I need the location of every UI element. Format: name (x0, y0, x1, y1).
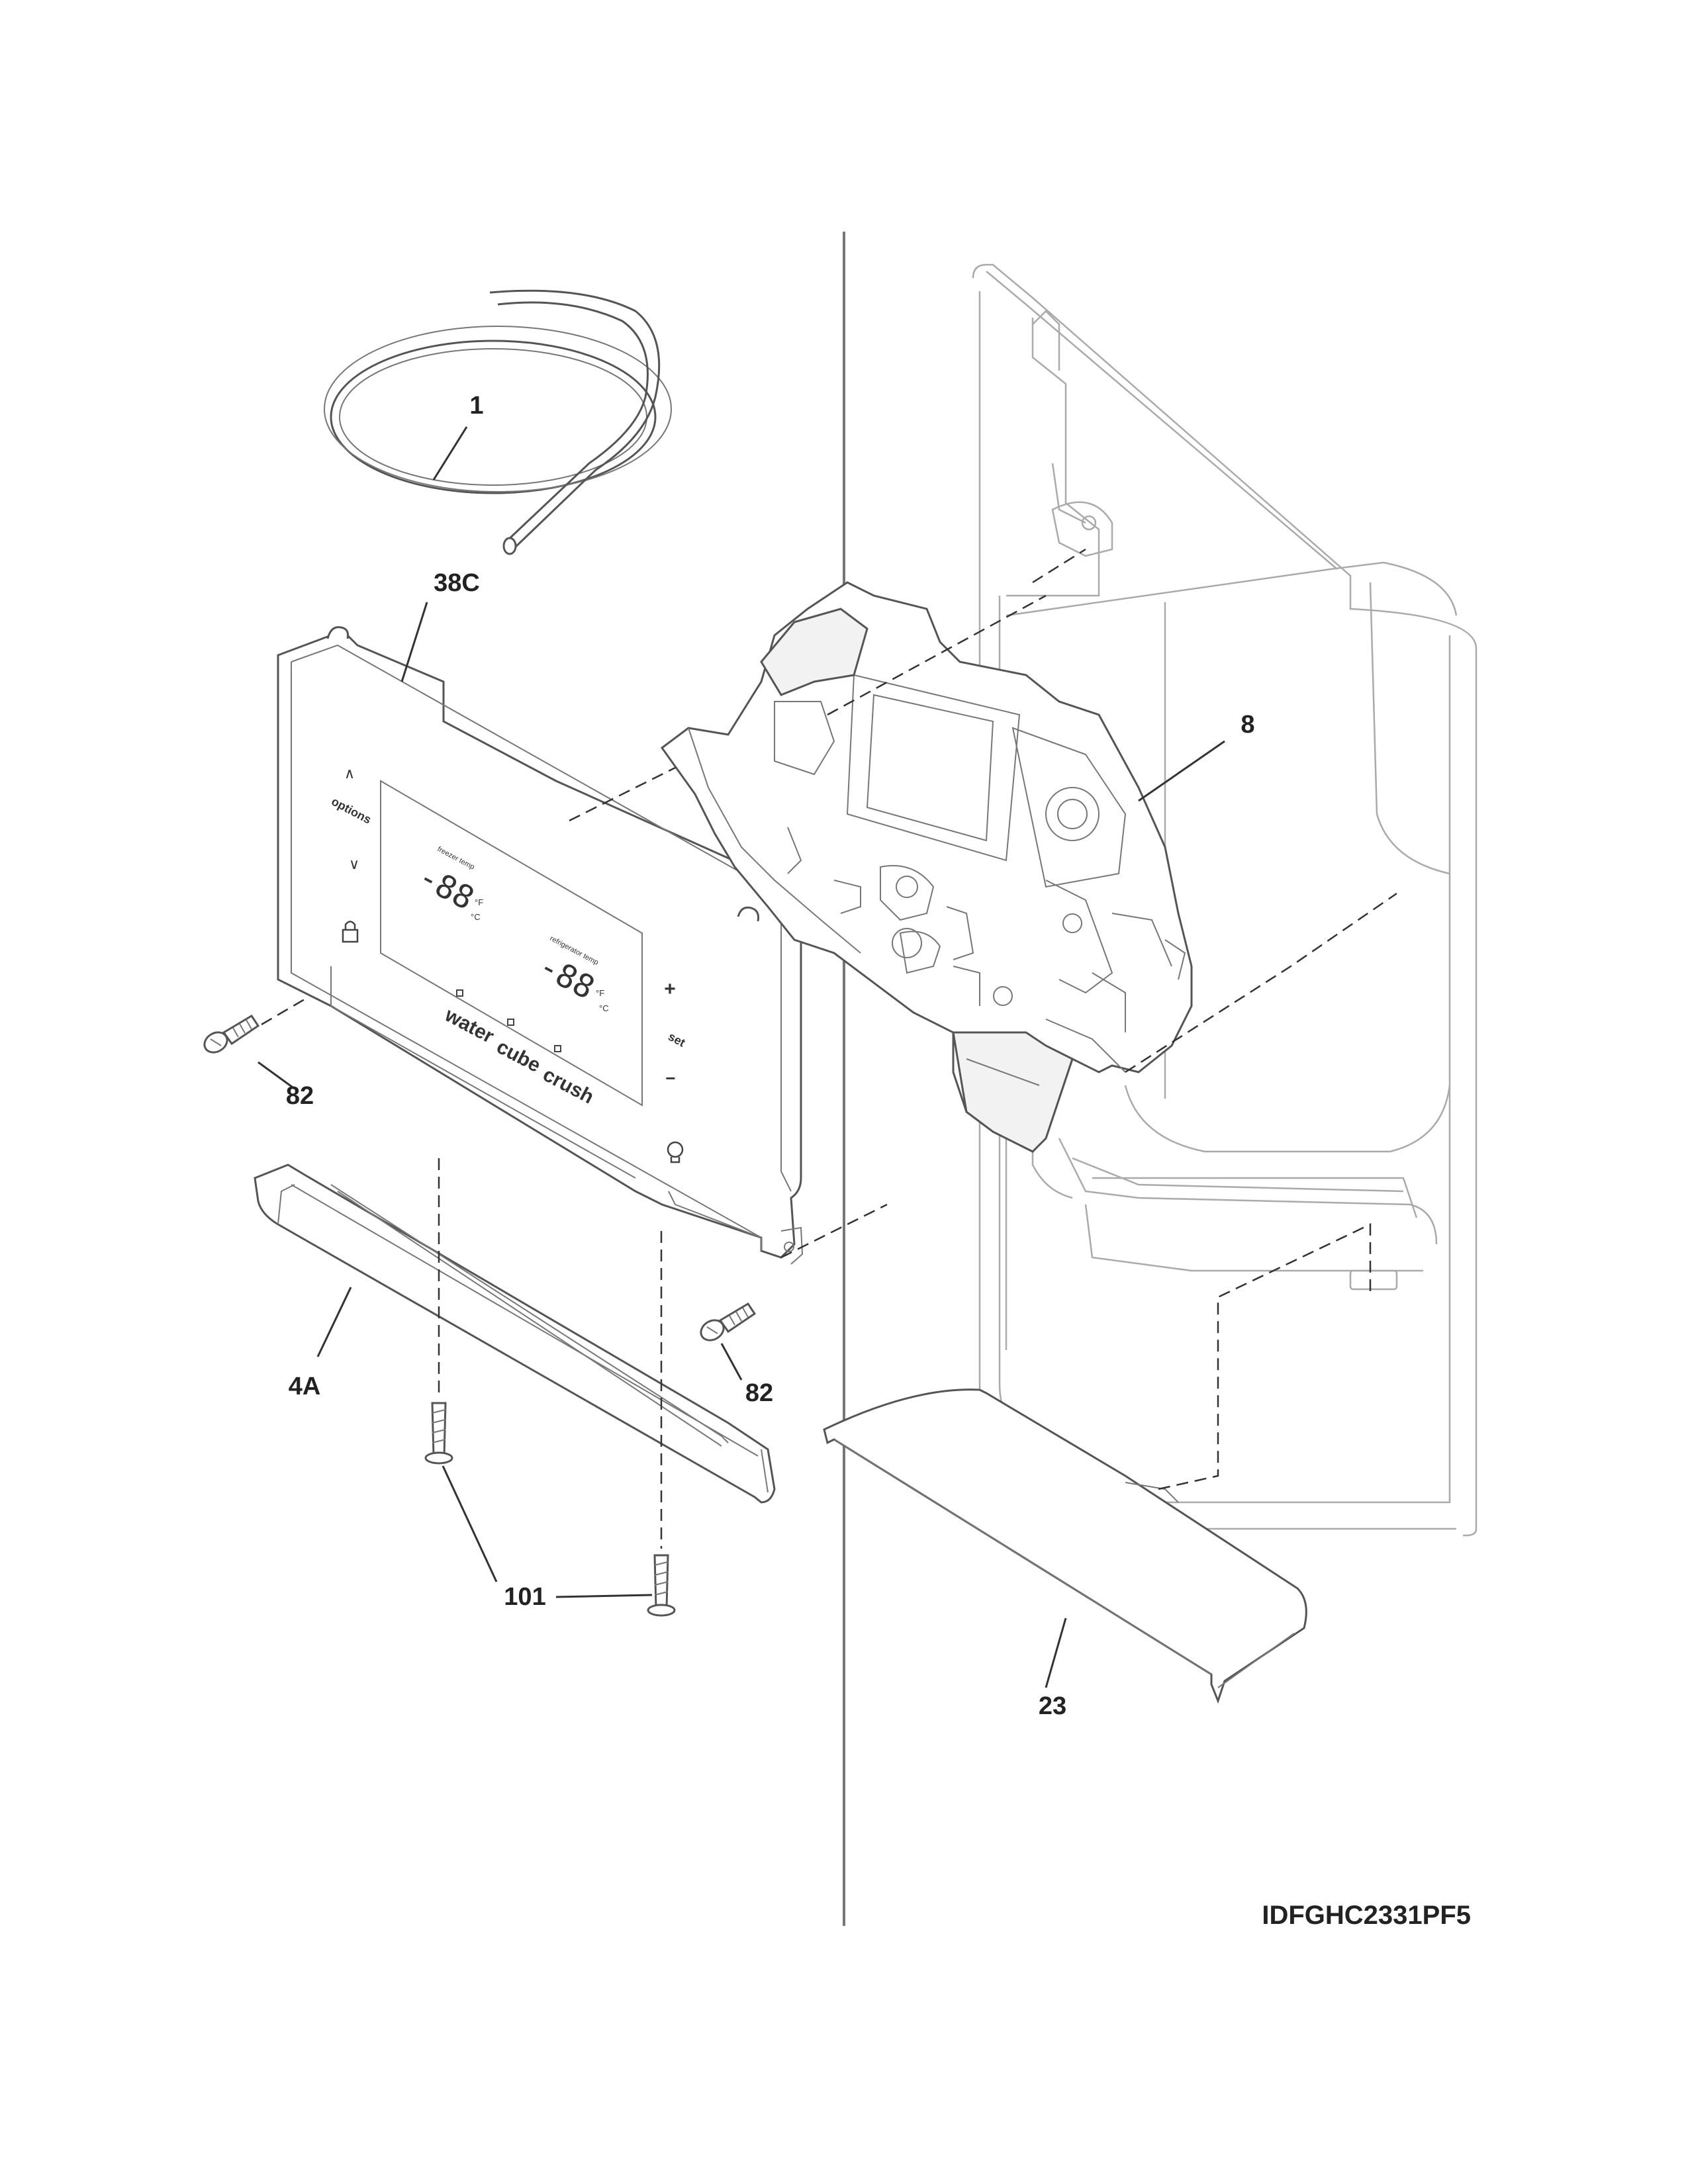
cube-indicator-light (507, 1019, 514, 1026)
callout-1: 1 (469, 392, 483, 420)
leader-lines (258, 426, 1225, 1688)
callout-82-right: 82 (745, 1379, 773, 1407)
trim-piece (254, 1163, 776, 1504)
screw-101-lower (647, 1554, 676, 1617)
light-bulb-icon (667, 1141, 684, 1163)
lock-icon (342, 921, 359, 943)
screw-82-right (700, 1302, 757, 1342)
callout-4a: 4A (289, 1373, 321, 1400)
callout-38c: 38C (434, 569, 480, 597)
callout-82-left: 82 (286, 1082, 314, 1110)
model-code: IDFGHC2331PF5 (1262, 1901, 1471, 1930)
actuator-assembly (660, 581, 1193, 1153)
refrigerator-unit-f: °F (596, 988, 604, 998)
control-panel: ∧ options ∨ freezer temp -88 °F °C refri… (277, 626, 804, 1265)
minus-label: − (665, 1068, 675, 1088)
callout-23: 23 (1039, 1692, 1066, 1720)
callout-8: 8 (1241, 711, 1254, 739)
callout-101: 101 (504, 1583, 545, 1611)
plus-label: + (664, 978, 676, 1000)
freezer-unit-f: °F (475, 897, 483, 907)
refrigerator-unit-c: °C (599, 1003, 609, 1013)
crush-indicator-light (554, 1045, 561, 1052)
freezer-unit-c: °C (471, 912, 481, 922)
down-arrow-label: ∨ (349, 856, 359, 872)
drip-tray (823, 1388, 1307, 1704)
water-indicator-light (456, 989, 463, 997)
screw-101-upper (424, 1402, 453, 1465)
up-arrow-label: ∧ (344, 765, 355, 782)
screw-82-left (203, 1014, 260, 1054)
assembly-lines (261, 548, 1397, 1549)
water-tube (324, 289, 672, 555)
